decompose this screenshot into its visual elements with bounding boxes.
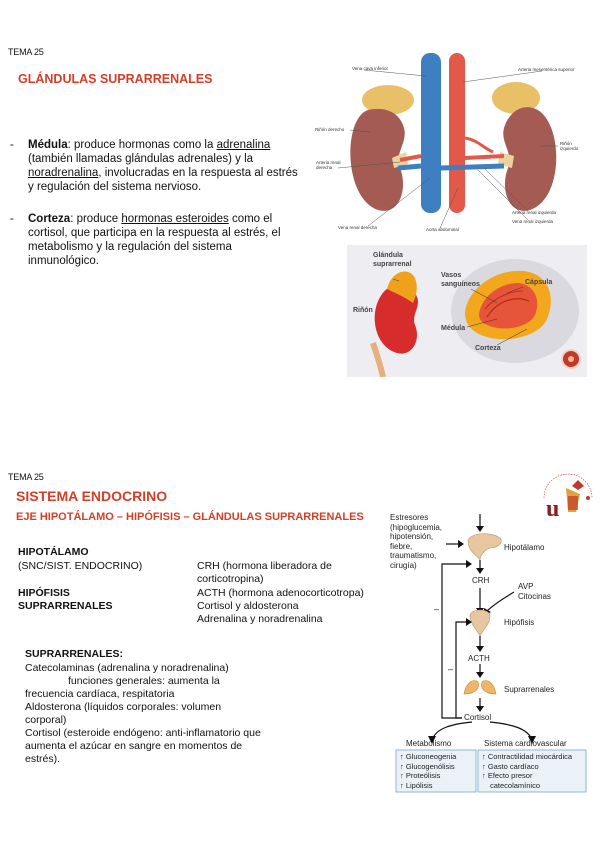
label-glandula-suprarrenal: Glándula suprarrenal bbox=[373, 251, 433, 269]
bullet-corteza: - Corteza: produce hormonas esteroides c… bbox=[10, 212, 300, 268]
label-capsula: Cápsula bbox=[525, 279, 552, 286]
tema-label-2: TEMA 25 bbox=[8, 472, 44, 482]
row-hipotalamo: HIPOTÁLAMO bbox=[18, 546, 89, 559]
estresores-label: Estresores (hipoglucemia, hipotensión, f… bbox=[390, 513, 442, 570]
avp-label: AVP Citocinas bbox=[518, 582, 551, 602]
metabolismo-label: Metabolismo bbox=[406, 739, 451, 748]
row-adrenalina: Adrenalina y noradrenalina bbox=[197, 613, 323, 626]
metabolismo-list: ↑ Gluconeogenia ↑ Glucogenólisis ↑ Prote… bbox=[400, 752, 456, 790]
label-vena-renal-izquierda: Vena renal izquierda bbox=[512, 219, 553, 224]
label-arteria-mesenterica: Arteria mesentérica superior bbox=[518, 67, 575, 72]
label-aorta: Aorta abdominal bbox=[426, 227, 459, 232]
label-vasos-sanguineos: Vasos sanguíneos bbox=[441, 271, 485, 289]
row-cortisol: Cortisol y aldosterona bbox=[197, 600, 299, 613]
aorta-shape bbox=[449, 53, 465, 213]
label-arteria-renal-derecha: Arteria renal derecha bbox=[316, 160, 342, 170]
suprarrenales-label: Suprarrenales bbox=[504, 685, 554, 694]
label-medula: Médula bbox=[441, 325, 465, 332]
tema-label-1: TEMA 25 bbox=[8, 47, 44, 57]
cortisol-label: Cortisol bbox=[464, 713, 491, 722]
sistema-cardiovascular-label: Sistema cardiovascular bbox=[484, 739, 567, 748]
slide1-title: GLÁNDULAS SUPRARRENALES bbox=[18, 72, 212, 86]
svg-text:· · · · · · ·: · · · · · · · bbox=[558, 472, 578, 478]
row-acth: ACTH (hormona adenocorticotropa) bbox=[197, 587, 364, 600]
slide2-title: SISTEMA ENDOCRINO bbox=[16, 488, 167, 504]
term-corteza: Corteza bbox=[28, 213, 70, 225]
bullet-medula: - Médula: produce hormonas como la adren… bbox=[10, 138, 300, 194]
label-vena-renal-derecha: Vena renal derecha bbox=[338, 225, 377, 230]
hipotalamo-label: Hipotálamo bbox=[504, 543, 544, 552]
hipofisis-shape bbox=[470, 610, 490, 636]
feedback-minus-2: – bbox=[448, 664, 453, 674]
suprarrenal-right-shape bbox=[482, 681, 496, 695]
vena-cava-shape bbox=[421, 53, 441, 213]
label-vena-cava: Vena cava inferior bbox=[352, 66, 388, 71]
label-corteza: Corteza bbox=[475, 345, 501, 352]
kidney-anatomy-figure: Vena cava inferior Arteria mesentérica s… bbox=[308, 48, 598, 238]
link-noradrenalina: noradrenalina bbox=[28, 167, 98, 179]
hipofisis-label: Hipófisis bbox=[504, 618, 534, 627]
slide2-subtitle: EJE HIPOTÁLAMO – HIPÓFISIS – GLÁNDULAS S… bbox=[16, 511, 364, 523]
feedback-minus-1: – bbox=[434, 604, 439, 614]
crh-label: CRH bbox=[472, 576, 489, 585]
link-adrenalina: adrenalina bbox=[217, 139, 271, 151]
adrenal-gland-figure: Glándula suprarrenal Riñón Vasos sanguín… bbox=[347, 245, 587, 377]
label-rinon: Riñón bbox=[353, 307, 373, 314]
label-arteria-renal-izquierda: Arteria renal izquierda bbox=[512, 210, 556, 215]
hipotalamo-shape bbox=[468, 534, 501, 560]
suprarrenal-left-shape bbox=[464, 681, 478, 695]
decorative-circle-icon bbox=[561, 349, 581, 369]
row-crh: CRH (hormona liberadora de corticotropin… bbox=[197, 560, 357, 586]
label-rinon-izquierdo: Riñón izquierdo bbox=[560, 141, 588, 151]
label-rinon-derecho: Riñón derecho bbox=[315, 127, 344, 132]
hpa-axis-diagram: Estresores (hipoglucemia, hipotensión, f… bbox=[388, 512, 588, 796]
supra-list: Catecolaminas (adrenalina y noradrenalin… bbox=[25, 662, 305, 766]
supra-heading: SUPRARRENALES: bbox=[25, 648, 123, 661]
acth-label: ACTH bbox=[468, 654, 490, 663]
row-snc: (SNC/SIST. ENDOCRINO) bbox=[18, 560, 142, 573]
row-hipofisis: HIPÓFISIS bbox=[18, 587, 70, 600]
row-suprarrenales: SUPRARRENALES bbox=[18, 600, 113, 613]
term-medula: Médula bbox=[28, 139, 68, 151]
link-hormonas-esteroides: hormonas esteroides bbox=[121, 213, 228, 225]
cardio-list: ↑ Contractilidad miocárdica ↑ Gasto card… bbox=[482, 752, 572, 790]
